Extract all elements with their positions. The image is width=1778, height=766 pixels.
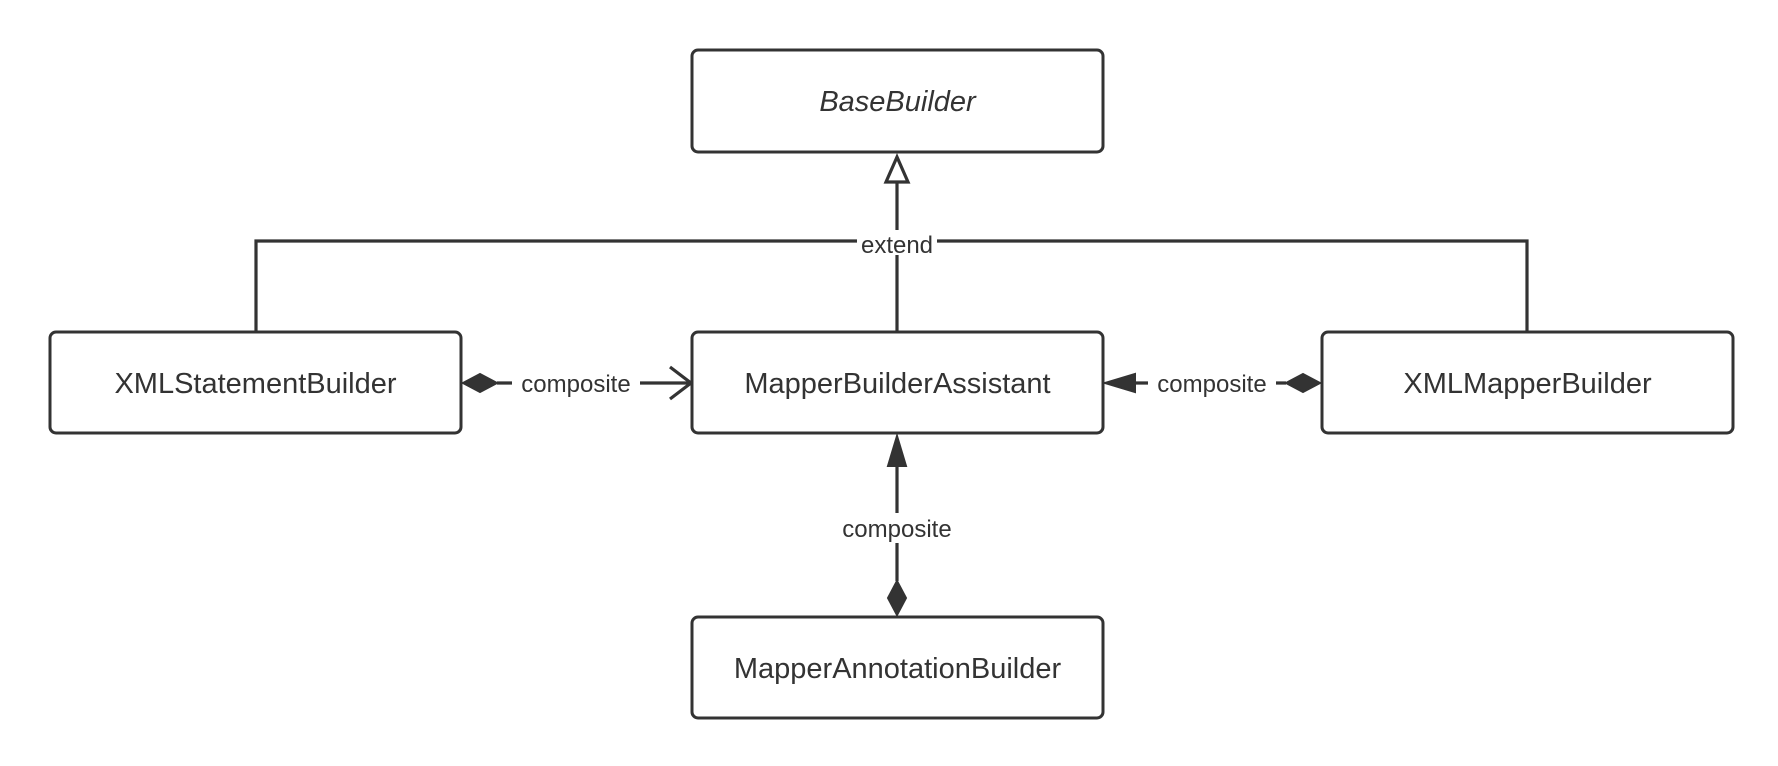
generalization-triangle xyxy=(883,153,911,184)
annotation-assistant-edge: composite xyxy=(832,432,962,618)
statement-assistant-label-bg xyxy=(512,368,640,398)
annotation-assistant-label: composite xyxy=(842,516,951,543)
class-box xyxy=(1320,330,1735,435)
filled-arrowhead xyxy=(886,432,908,467)
class-name: BaseBuilder xyxy=(819,86,977,118)
class-name: MapperAnnotationBuilder xyxy=(734,653,1062,685)
composition-diamond xyxy=(886,578,908,618)
annotation-assistant-label-bg xyxy=(832,513,962,543)
statement-assistant-edge: composite xyxy=(460,365,694,401)
composition-diamond xyxy=(460,372,500,394)
class-box xyxy=(690,48,1105,154)
class-box xyxy=(48,330,463,435)
extend-label-bg xyxy=(857,230,937,255)
class-xml-mapper-builder[interactable]: XMLMapperBuilder xyxy=(1320,330,1735,435)
class-box xyxy=(690,330,1105,435)
class-mapper-builder-assistant[interactable]: MapperBuilderAssistant xyxy=(690,330,1105,435)
composition-diamond xyxy=(1283,372,1323,394)
class-box xyxy=(690,615,1105,720)
extend-label: extend xyxy=(861,232,933,259)
class-name: XMLStatementBuilder xyxy=(114,368,396,400)
class-mapper-annotation-builder[interactable]: MapperAnnotationBuilder xyxy=(690,615,1105,720)
statement-assistant-label: composite xyxy=(521,371,630,398)
filled-arrowhead xyxy=(1101,372,1136,394)
class-name: MapperBuilderAssistant xyxy=(744,368,1050,400)
class-base-builder[interactable]: BaseBuilder xyxy=(690,48,1105,154)
class-xml-statement-builder[interactable]: XMLStatementBuilder xyxy=(48,330,463,435)
extend-edge: extend xyxy=(254,153,1529,331)
class-name: XMLMapperBuilder xyxy=(1403,368,1652,400)
mapper-assistant-label: composite xyxy=(1157,371,1266,398)
mapper-assistant-label-bg xyxy=(1148,368,1276,398)
mapper-assistant-edge: composite xyxy=(1101,368,1323,398)
